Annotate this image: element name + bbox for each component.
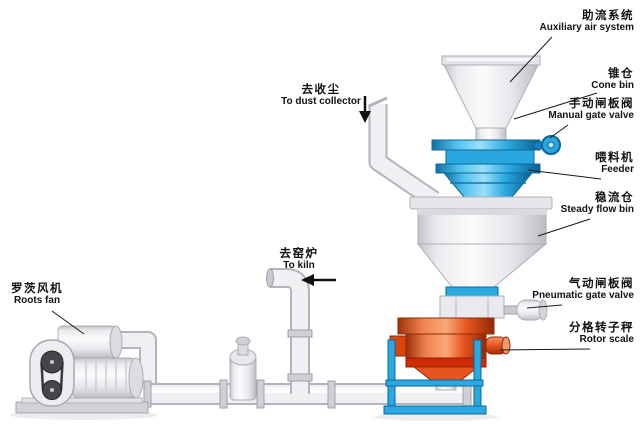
pvalve-body <box>439 295 505 319</box>
roots-fan <box>15 325 149 414</box>
scale-hopper <box>412 366 480 382</box>
label-pneumatic-gate-valve-zh: 气动闸板阀 <box>569 276 634 290</box>
dust-pipe <box>370 104 439 207</box>
inline-valve-cap <box>235 336 251 346</box>
label-to-dust-collector-en: To dust collector <box>281 96 361 107</box>
pvalve-detail <box>455 296 489 318</box>
pvalve-rod <box>503 305 519 315</box>
blower-end-cap <box>109 325 123 359</box>
frame-right-leg <box>473 339 482 415</box>
label-roots-fan-en: Roots fan <box>13 295 61 306</box>
pipe-flange <box>256 379 265 409</box>
label-to-kiln-en: To kiln <box>283 260 315 271</box>
leader-auxiliary-air-system <box>509 36 553 83</box>
label-rotor-scale: 分格转子秤 Rotor scale <box>569 320 634 346</box>
label-auxiliary-air-system-zh: 助流系统 <box>582 8 634 22</box>
label-auxiliary-air-system: 助流系统 Auxiliary air system <box>540 8 635 34</box>
bin-top-flange <box>409 196 553 210</box>
kiln-pipe <box>270 270 308 394</box>
to-kiln-arrow <box>301 274 336 286</box>
valve-body <box>445 149 535 165</box>
bin-outlet-flange <box>445 286 499 297</box>
feeder <box>435 163 541 198</box>
label-manual-gate-valve-zh: 手动闸板阀 <box>569 96 634 110</box>
frame-shadow <box>374 413 498 421</box>
dust-pipe-cut-rim <box>368 96 388 108</box>
inline-valve <box>229 336 257 401</box>
label-pneumatic-gate-valve: 气动闸板阀 Pneumatic gate valve <box>532 276 634 302</box>
motor-end-cap <box>128 357 144 399</box>
leader-lines <box>51 36 602 351</box>
scale-motor-cap <box>501 336 511 355</box>
fan-elbow-pipe <box>118 333 155 390</box>
scale-top-slab <box>397 317 495 335</box>
to-dust-collector-arrow <box>359 96 371 123</box>
frame-bottom-rail <box>383 405 487 415</box>
handwheel-hub <box>547 141 555 149</box>
kiln-pipe-junction-flange <box>287 373 313 382</box>
pulley-hub <box>50 360 54 364</box>
label-auxiliary-air-system-en: Auxiliary air system <box>539 22 635 33</box>
label-to-kiln-zh: 去窑炉 <box>279 246 319 260</box>
label-feeder: 喂料机 Feeder <box>595 150 634 176</box>
bin-cone <box>416 243 548 288</box>
leader-pneumatic-gate-valve <box>526 304 563 309</box>
feeder-flange <box>435 163 541 174</box>
cone-bin <box>441 55 541 141</box>
feeder-body <box>442 172 534 198</box>
leader-cone-bin <box>513 92 598 120</box>
valve-top-flange <box>431 139 541 151</box>
motor-ribs <box>85 360 127 396</box>
pipe-flange <box>219 379 228 409</box>
label-steady-flow-bin: 稳流仓 Steady flow bin <box>561 190 634 216</box>
fan-base-plate <box>15 401 149 414</box>
dust-arrow-head <box>359 111 371 123</box>
label-steady-flow-bin-en: Steady flow bin <box>560 204 634 215</box>
bin-band <box>418 209 546 215</box>
pipe-flange <box>327 380 336 409</box>
label-manual-gate-valve-en: Manual gate valve <box>548 110 634 121</box>
label-pneumatic-gate-valve-en: Pneumatic gate valve <box>532 290 634 301</box>
cone-bin-funnel <box>443 64 539 129</box>
pulley-hub <box>50 388 54 392</box>
cone-bin-rim-highlight <box>447 58 535 61</box>
label-steady-flow-bin-zh: 稳流仓 <box>595 190 634 204</box>
kiln-pipe-flange <box>287 329 313 338</box>
manual-gate-valve <box>431 135 561 165</box>
rotor-scale <box>389 317 511 382</box>
label-roots-fan: 罗茨风机 Roots fan <box>6 281 68 307</box>
pvalve-actuator-cap <box>538 299 548 321</box>
kiln-pipe-opening <box>266 268 274 288</box>
label-to-dust-collector-zh: 去收尘 <box>301 82 341 96</box>
label-rotor-scale-zh: 分格转子秤 <box>569 320 634 334</box>
leader-manual-gate-valve <box>549 124 569 139</box>
label-rotor-scale-en: Rotor scale <box>579 334 634 345</box>
label-feeder-zh: 喂料机 <box>595 150 634 164</box>
label-cone-bin-zh: 锥仓 <box>608 66 634 80</box>
label-cone-bin: 锥仓 Cone bin <box>591 66 634 92</box>
leader-feeder <box>527 169 602 180</box>
label-to-kiln: 去窑炉 To kiln <box>262 246 336 272</box>
label-manual-gate-valve: 手动闸板阀 Manual gate valve <box>548 96 634 122</box>
frame-mid-rail <box>385 379 484 387</box>
leader-rotor-scale <box>499 348 591 351</box>
kiln-arrow-head <box>301 274 314 286</box>
label-cone-bin-en: Cone bin <box>591 80 634 91</box>
cone-bin-neck <box>475 127 507 141</box>
label-to-dust-collector: 去收尘 To dust collector <box>276 82 366 108</box>
label-roots-fan-zh: 罗茨风机 <box>11 281 63 295</box>
leader-roots-fan <box>51 310 85 335</box>
support-frame <box>383 339 487 415</box>
frame-left-leg <box>387 339 396 415</box>
label-feeder-en: Feeder <box>601 164 634 175</box>
steady-flow-bin <box>409 196 553 297</box>
flow-arrows <box>301 96 371 286</box>
leader-steady-flow-bin <box>537 218 591 237</box>
